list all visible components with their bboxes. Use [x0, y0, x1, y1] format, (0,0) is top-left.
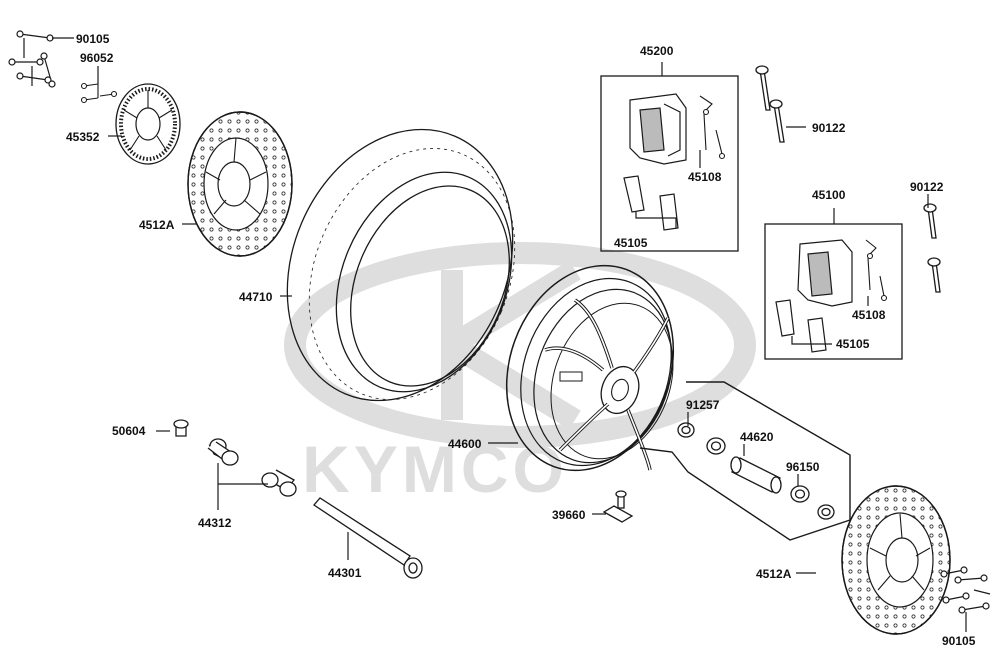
brake-disc-left [187, 111, 293, 257]
wheel-rim-44600 [505, 264, 675, 472]
label-90122-right: 90122 [910, 180, 944, 194]
label-45108-top: 45108 [688, 170, 722, 184]
label-50604: 50604 [112, 424, 146, 438]
caliper-45100 [797, 239, 853, 307]
axle-group-outline [639, 381, 851, 541]
label-39660: 39660 [552, 508, 586, 522]
label-91257: 91257 [686, 398, 720, 412]
label-4512A-left: 4512A [139, 218, 175, 232]
bolt-set-90105-top [8, 30, 56, 88]
pad-pin-45108-bottom [865, 239, 888, 302]
tire-44710 [286, 128, 516, 402]
label-44710: 44710 [239, 290, 273, 304]
label-44600: 44600 [448, 437, 482, 451]
kymco-watermark: KYMCO [284, 242, 756, 506]
leader-lines [52, 37, 967, 632]
label-90105-top: 90105 [76, 32, 110, 46]
label-44312: 44312 [198, 516, 232, 530]
label-96052: 96052 [80, 51, 114, 65]
sensor-ring-45352 [115, 83, 181, 165]
collars-44312 [207, 438, 297, 497]
axle-parts-44620 [677, 422, 835, 520]
brake-disc-right [841, 485, 951, 635]
caliper-bolts-90122-top [755, 65, 785, 143]
axle-44301 [313, 497, 423, 579]
pad-pin-45108-top [699, 95, 726, 160]
clip-set-96052 [80, 82, 118, 104]
caliper-45200 [629, 93, 687, 165]
label-45105-bottom: 45105 [836, 337, 870, 351]
label-96150: 96150 [786, 460, 820, 474]
label-45200: 45200 [640, 44, 674, 58]
label-44620: 44620 [740, 430, 774, 444]
label-4512A-right: 4512A [756, 567, 792, 581]
brake-pads-45105-top [623, 175, 679, 231]
watermark-text: KYMCO [302, 432, 568, 506]
label-45100: 45100 [812, 188, 846, 202]
label-45108-bottom: 45108 [852, 308, 886, 322]
label-45352: 45352 [66, 130, 100, 144]
caliper-bolts-90122-right [923, 203, 941, 293]
bolt-set-90105-bottom [940, 566, 991, 614]
label-90105-bottom: 90105 [942, 634, 976, 648]
label-44301: 44301 [328, 566, 362, 580]
label-45105-top: 45105 [614, 236, 648, 250]
bolt-50604 [173, 419, 189, 437]
caliper-box-45200 [600, 75, 739, 252]
valve-39660 [602, 490, 634, 523]
label-90122-top: 90122 [812, 121, 846, 135]
